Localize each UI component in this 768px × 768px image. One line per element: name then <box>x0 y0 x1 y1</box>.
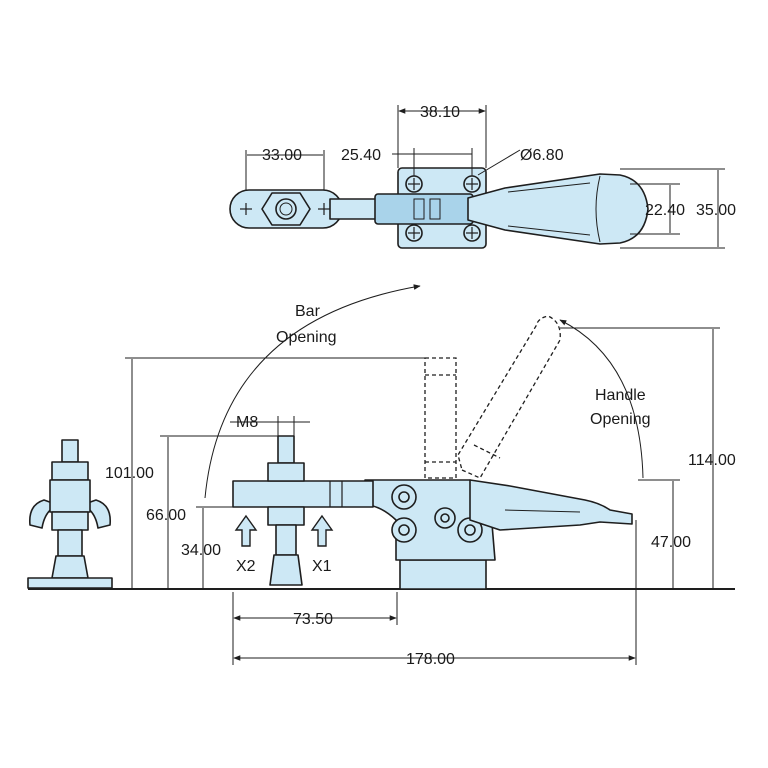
dim-114: 114.00 <box>688 452 736 469</box>
arrow-x2 <box>234 514 258 547</box>
dim-73-50: 73.50 <box>293 611 333 628</box>
dim-47: 47.00 <box>651 534 691 551</box>
dim-hole-diameter: Ø6.80 <box>520 147 564 164</box>
dim-34: 34.00 <box>181 542 221 559</box>
dim-178: 178.00 <box>406 651 455 668</box>
dim-22-40: 22.40 <box>645 202 685 219</box>
end-nut-top <box>51 461 89 481</box>
pivot-pins <box>391 484 483 543</box>
handle-open-position <box>457 315 561 479</box>
side-view: X2 X1 <box>28 284 736 668</box>
top-dimensions <box>245 105 725 249</box>
label-x2: X2 <box>236 558 256 575</box>
label-x1: X1 <box>312 558 332 575</box>
handle-opening-line1: Handle <box>595 387 646 404</box>
dim-33: 33.00 <box>262 147 302 164</box>
dim-35: 35.00 <box>696 202 736 219</box>
base-side <box>399 559 487 590</box>
end-nut-bottom <box>51 511 89 531</box>
mounting-holes-top <box>405 175 481 242</box>
nut-lower <box>267 506 305 526</box>
side-dimensions <box>125 284 720 665</box>
dim-25-40: 25.40 <box>341 147 381 164</box>
end-base <box>27 577 113 589</box>
end-spindle <box>57 529 83 557</box>
bar-open-position <box>424 357 457 479</box>
spindle-lower <box>275 524 297 556</box>
spindle-upper <box>277 435 295 464</box>
handle-top <box>467 173 649 245</box>
end-spindle-foot <box>51 555 89 579</box>
plate-hole-marks <box>240 203 330 215</box>
bar-opening-line2: Opening <box>276 329 337 346</box>
nut-upper <box>267 462 305 482</box>
spindle-pad <box>269 554 303 586</box>
dim-38-10: 38.10 <box>420 104 460 121</box>
end-view <box>27 439 113 589</box>
handle-side <box>469 479 633 531</box>
dim-66: 66.00 <box>146 507 186 524</box>
arrow-x1 <box>310 514 334 547</box>
dim-101: 101.00 <box>105 465 154 482</box>
top-view: 33.00 25.40 38.10 Ø6.80 22.40 35.00 <box>229 104 736 249</box>
nut-bore <box>275 198 297 220</box>
clamp-bar-side <box>232 480 374 508</box>
handle-opening-line2: Opening <box>590 411 651 428</box>
end-bar <box>49 479 91 513</box>
end-spindle-tip <box>61 439 79 463</box>
bar-opening-line1: Bar <box>295 303 321 320</box>
dim-m8: M8 <box>236 414 258 431</box>
